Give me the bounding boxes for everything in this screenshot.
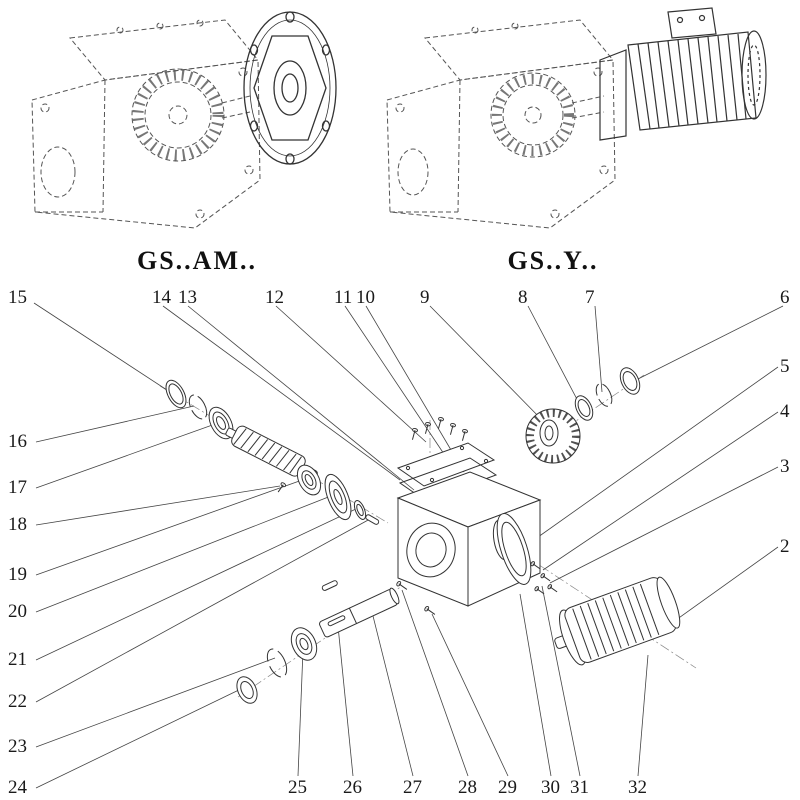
callout-25: 25 [288, 777, 307, 798]
callout-23: 23 [8, 736, 27, 757]
helical-gear-part [525, 408, 581, 464]
gearbox-motor-housing-drawing [386, 19, 616, 229]
figure-caption-gs-y: GS..Y.. [507, 246, 599, 275]
callout-3: 3 [780, 456, 790, 477]
seal-ring-part [619, 367, 641, 395]
callout-19: 19 [8, 564, 27, 585]
washer-part [236, 676, 258, 704]
callout-13: 13 [178, 287, 197, 308]
pin-part [321, 580, 338, 591]
housing-bolt-part [396, 580, 408, 590]
callout-21: 21 [8, 649, 27, 670]
seal-ring-part [165, 379, 187, 409]
callout-24: 24 [8, 777, 27, 798]
leader-lines [33, 302, 784, 789]
bearing-part [296, 464, 322, 496]
washer-ring-part [574, 395, 594, 421]
callout-20: 20 [8, 601, 27, 622]
callout-10: 10 [356, 287, 375, 308]
callout-27: 27 [403, 777, 422, 798]
callout-15: 15 [8, 287, 27, 308]
callout-18: 18 [8, 514, 27, 535]
motor-flange-ring-part [496, 513, 532, 585]
callout-11: 11 [334, 287, 353, 308]
callout-29: 29 [498, 777, 517, 798]
cover-screws [411, 416, 468, 441]
callout-9: 9 [420, 287, 430, 308]
callout-30: 30 [541, 777, 560, 798]
snap-ring-part [595, 383, 613, 407]
callout-2: 2 [780, 536, 790, 557]
motor-part [554, 576, 681, 666]
callout-26: 26 [343, 777, 362, 798]
callout-31: 31 [570, 777, 589, 798]
callout-6: 6 [780, 287, 790, 308]
motor-bolt-part [540, 573, 551, 582]
exploded-parts [165, 367, 681, 704]
spacer-ring-part [353, 500, 367, 520]
callout-5: 5 [780, 356, 790, 377]
callout-4: 4 [780, 401, 790, 422]
worm-gear-disc-part [324, 473, 352, 521]
callout-14: 14 [152, 287, 171, 308]
snap-ring-part [266, 648, 288, 678]
callout-32: 32 [628, 777, 647, 798]
gearbox-flange-drawing [31, 19, 261, 229]
motor-bolt-part [534, 586, 545, 595]
motor-drawing [599, 7, 767, 141]
callout-16: 16 [8, 431, 27, 452]
motor-bolt-part [547, 584, 558, 593]
snap-ring-part [188, 394, 208, 420]
motor-bolt-part [530, 561, 541, 570]
output-shaft-part [319, 587, 400, 638]
key-part [365, 514, 380, 525]
figure-caption-gs-am: GS..AM.. [137, 246, 257, 275]
small-screw-part [277, 482, 287, 493]
callout-8: 8 [518, 287, 528, 308]
callout-17: 17 [8, 477, 27, 498]
housing-bolt-part [424, 605, 436, 615]
output-flange-drawing [243, 11, 337, 165]
bearing-part [290, 627, 318, 661]
callout-22: 22 [8, 691, 27, 712]
callout-12: 12 [265, 287, 284, 308]
callout-7: 7 [585, 287, 595, 308]
callout-28: 28 [458, 777, 477, 798]
